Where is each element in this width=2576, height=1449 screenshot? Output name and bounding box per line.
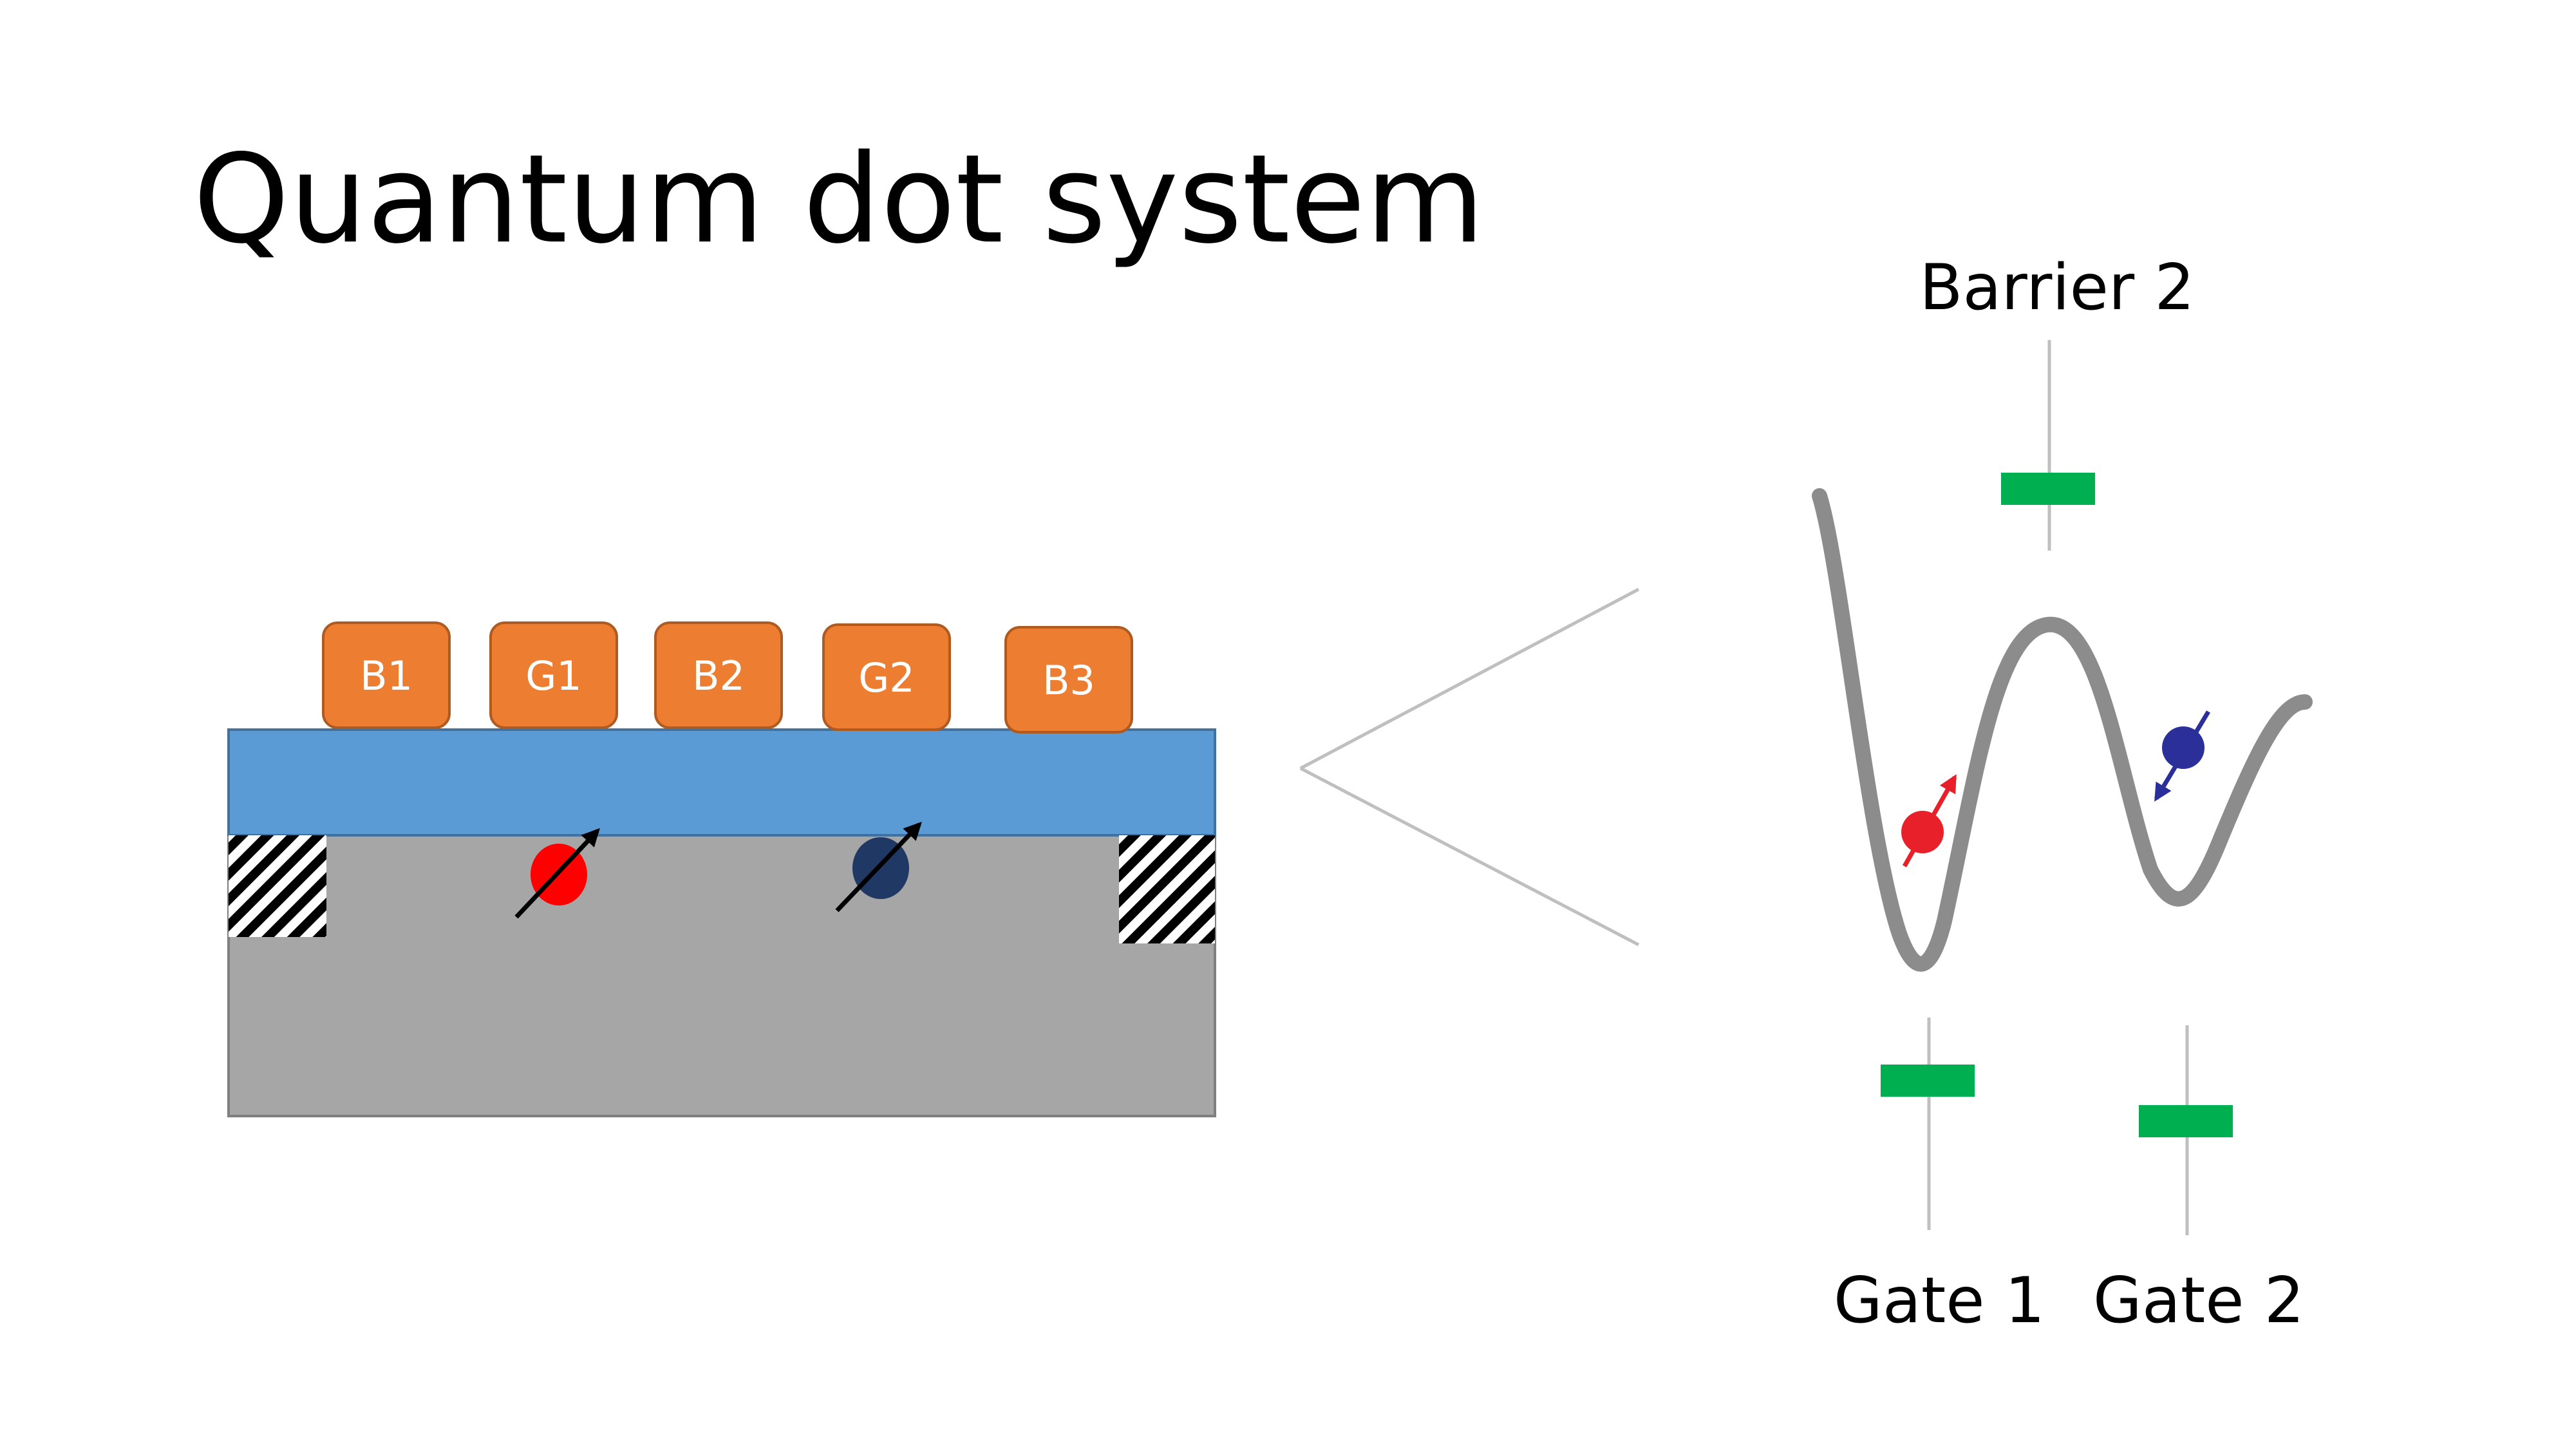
spin-up-arrow-icon [835, 821, 922, 913]
device-cross-section: B1 G1 B2 G2 B3 [227, 621, 1216, 1117]
potential-curve [1812, 488, 2313, 972]
slide-title: Quantum dot system [193, 128, 1485, 270]
oxide-layer [227, 728, 1216, 837]
spin-down-arrow-icon [2154, 710, 2211, 802]
barrier-2-label: Barrier 2 [1919, 251, 2194, 325]
gate-2-marker [2139, 1105, 2233, 1137]
gate-label: B3 [1042, 657, 1095, 704]
gate-label: B1 [360, 652, 413, 699]
spin-up-arrow-icon [1902, 774, 1957, 867]
gate-b2: B2 [654, 621, 783, 729]
gate-label: G2 [858, 654, 915, 701]
spin-electron-1 [514, 828, 600, 919]
gate-1-label: Gate 1 [1834, 1264, 2045, 1338]
double-well-potential [1812, 340, 2313, 1235]
barrier-2-marker [2001, 473, 2095, 505]
right-ohmic-contact [1119, 835, 1215, 943]
gate-label: B2 [692, 652, 745, 699]
gate-b1: B1 [322, 621, 451, 729]
well-spin-right [2154, 710, 2211, 802]
well-spin-left [1901, 774, 1957, 867]
spin-up-arrow-icon [514, 828, 600, 919]
gate-g1: G1 [489, 621, 618, 729]
gate-2-label: Gate 2 [2093, 1264, 2304, 1338]
spin-electron-2 [835, 821, 922, 913]
zoom-indicator [1299, 587, 1640, 947]
gate-g2: G2 [822, 623, 951, 731]
gate-1-marker [1881, 1065, 1975, 1097]
gate-b3: B3 [1004, 626, 1133, 734]
left-ohmic-contact [229, 835, 326, 937]
substrate-layer [227, 834, 1216, 1117]
gate-label: G1 [525, 652, 582, 699]
